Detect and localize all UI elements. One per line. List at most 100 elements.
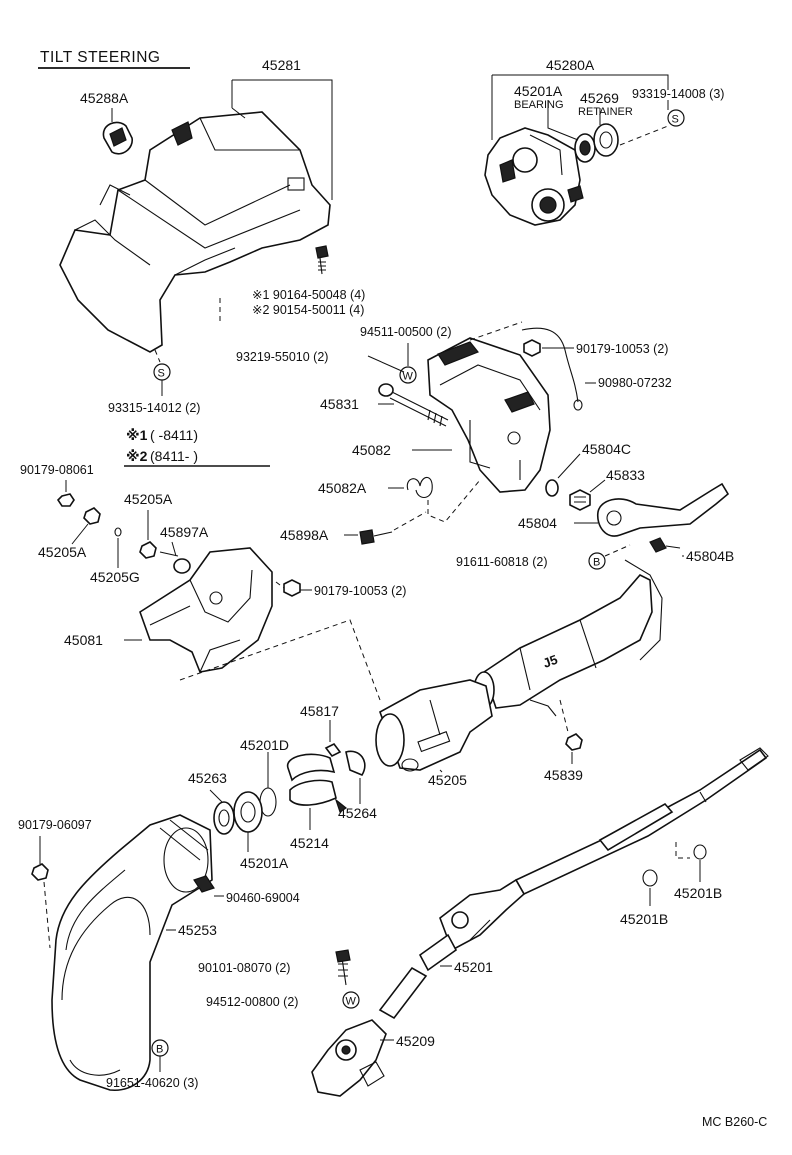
universal-joint-45209 (311, 1019, 387, 1097)
bolt-45831 (378, 383, 449, 427)
label-45201: 45201 (454, 959, 493, 975)
b-symbol-91611 (588, 552, 606, 570)
w-symbol-letter-1: W (403, 371, 414, 383)
legend-mark-1: ※1 (126, 427, 148, 443)
ring-45201B-2 (693, 844, 707, 860)
label-45281: 45281 (262, 57, 301, 73)
w-symbol-94512 (342, 991, 360, 1009)
label-45201B-2: 45201B (674, 885, 722, 901)
label-45205G: 45205G (90, 569, 140, 585)
label-45205A-top: 45205A (124, 491, 173, 507)
label-45804: 45804 (518, 515, 557, 531)
ring-45201B-1 (642, 869, 658, 887)
shaft-45201-lower (378, 933, 458, 1020)
label-94512: 94512-00800 (2) (206, 995, 298, 1009)
support-housing-45280A (484, 127, 584, 226)
label-45839: 45839 (544, 767, 583, 783)
label-45269: 45269 (580, 90, 619, 106)
clamp-90460 (193, 875, 215, 893)
label-90460: 90460-69004 (226, 891, 300, 905)
label-90164: ※1 90164-50048 (4) (252, 288, 365, 302)
w-symbol-letter-2: W (346, 996, 357, 1008)
label-91651: 91651-40620 (3) (106, 1076, 198, 1090)
column-cover-45281 (59, 111, 331, 353)
bushing-45804C (545, 479, 559, 497)
screw-90164 (315, 245, 329, 275)
label-90179-10053-mid: 90179-10053 (2) (314, 584, 406, 598)
bracket-45082 (427, 337, 551, 493)
label-93219: 93219-55010 (2) (236, 350, 328, 364)
label-45201D: 45201D (240, 737, 289, 753)
label-45264: 45264 (338, 805, 377, 821)
spring-45082A (406, 476, 481, 523)
label-45081: 45081 (64, 632, 103, 648)
nut-90179-10053-top (523, 339, 541, 357)
label-45214: 45214 (290, 835, 329, 851)
label-45831: 45831 (320, 396, 359, 412)
b-symbol-letter-2: B (156, 1044, 163, 1056)
tube-45205 (375, 679, 493, 772)
pin-45817 (324, 742, 342, 758)
retainer-45269 (593, 123, 619, 157)
label-45253: 45253 (178, 922, 217, 938)
tilt-lever-45804 (596, 482, 730, 537)
label-94511: 94511-00500 (2) (360, 325, 452, 339)
legend: ※1 ( -8411) ※2 (8411- ) (124, 427, 270, 467)
wire-90980 (521, 327, 579, 403)
nut-90179-06097 (31, 863, 49, 881)
nut-45833 (569, 489, 591, 511)
label-45205A-left: 45205A (38, 544, 87, 560)
label-45288A: 45288A (80, 90, 129, 106)
label-45804C: 45804C (582, 441, 631, 457)
label-45833: 45833 (606, 467, 645, 483)
label-45201A-lower: 45201A (240, 855, 289, 871)
spring-45264 (345, 750, 366, 777)
nut-45205A-left (83, 507, 101, 525)
label-bearing: BEARING (514, 99, 564, 111)
label-45263: 45263 (188, 770, 227, 786)
label-90179-08061: 90179-08061 (20, 463, 94, 477)
label-45817: 45817 (300, 703, 339, 719)
legend-range-2: (8411- ) (150, 448, 198, 464)
label-45804B: 45804B (686, 548, 734, 564)
bolt-45804B (649, 537, 681, 553)
bolt-90101 (335, 949, 351, 986)
legend-mark-2: ※2 (126, 448, 148, 464)
screw-45898A (359, 529, 393, 545)
label-90980: 90980-07232 (598, 376, 672, 390)
label-90101: 90101-08070 (2) (198, 961, 290, 975)
lower-bracket-45081 (139, 547, 273, 673)
label-45205: 45205 (428, 772, 467, 788)
label-retainer: RETAINER (578, 106, 633, 118)
diagram-title: TILT STEERING (40, 49, 160, 66)
footer-code: MC B260-C (702, 1115, 767, 1129)
label-45897A: 45897A (160, 524, 209, 540)
ring-45263 (213, 801, 235, 835)
b-symbol-letter-1: B (593, 557, 600, 569)
label-93319: 93319-14008 (3) (632, 87, 724, 101)
label-93315: 93315-14012 (2) (108, 401, 200, 415)
column-tube: J5 (473, 559, 663, 717)
column-tube-marking: J5 (541, 652, 560, 671)
clip-45288A (102, 121, 133, 155)
universal-joint-upper (439, 878, 526, 952)
label-45082: 45082 (352, 442, 391, 458)
nut-45205A-top (139, 541, 157, 559)
s-symbol-letter-1: S (158, 368, 165, 380)
label-45280A: 45280A (546, 57, 595, 73)
label-45201A-top: 45201A (514, 83, 563, 99)
bearing-45201A (574, 133, 596, 163)
w-symbol-94511 (399, 366, 417, 384)
nut-90179-10053-mid (283, 579, 301, 597)
label-90179-06097: 90179-06097 (18, 818, 92, 832)
nut-90179-08061 (56, 493, 75, 507)
legend-range-1: ( -8411) (150, 427, 198, 443)
main-shaft (514, 747, 769, 896)
nut-45839 (565, 733, 583, 751)
s-symbol-93319 (667, 109, 685, 127)
bearing-45201A-lower (233, 791, 263, 833)
label-45201B-1: 45201B (620, 911, 668, 927)
stopper-45897A (159, 551, 191, 574)
